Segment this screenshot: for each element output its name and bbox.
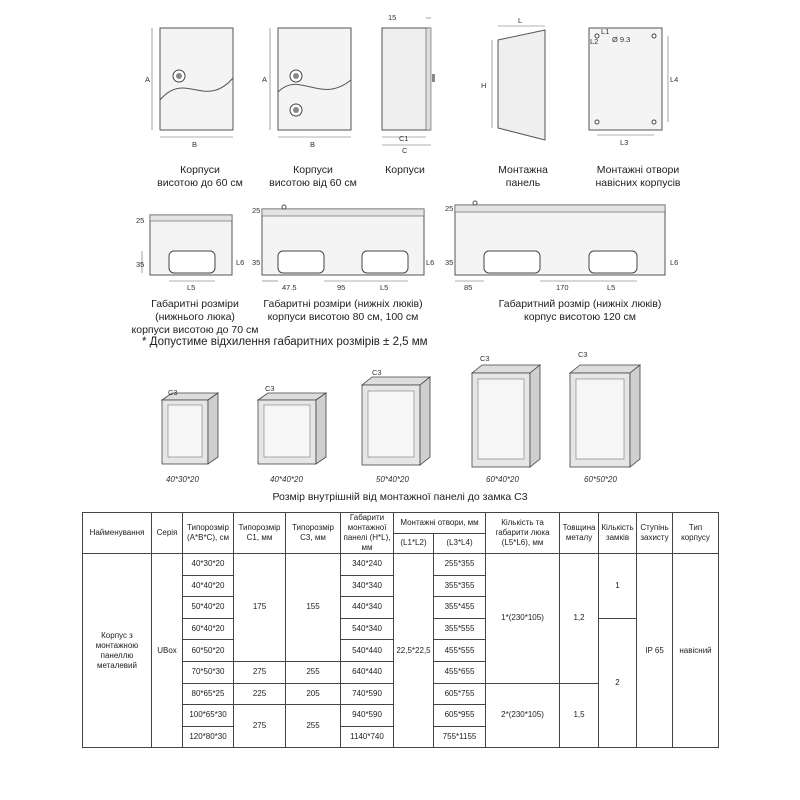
svg-text:L5: L5 (187, 283, 195, 292)
svg-text:C3: C3 (372, 368, 382, 377)
svg-text:85: 85 (464, 283, 472, 292)
top-drawings: A B A B 15 C1 C H L (145, 13, 678, 155)
hdr-thickness: Товщина металу (559, 512, 600, 554)
dim-b-2: B (310, 140, 315, 149)
hdr-holes-l1l2: (L1*L2) (393, 532, 434, 554)
table-row: 70*50*30 275 255 640*440 455*655 (83, 660, 719, 684)
cell-ip: IP 65 (636, 552, 674, 749)
cell-l1l2: 22,5*22,5 (393, 552, 434, 749)
svg-text:L5: L5 (380, 283, 388, 292)
cell-series: UBox (151, 552, 183, 749)
table-row: 60*40*20 540*340 355*555 2 (83, 617, 719, 749)
mounting-panel: H L (481, 16, 546, 141)
svg-text:170: 170 (556, 283, 569, 292)
dim-a-2: A (262, 75, 267, 84)
svg-text:L6: L6 (236, 258, 244, 267)
dim-b-1: B (192, 140, 197, 149)
inner-size-caption: Розмір внутрішній від монтажної панелі д… (272, 491, 528, 503)
cabinet-50-40-20: C3 (360, 368, 432, 466)
svg-text:35: 35 (252, 258, 260, 267)
dim-a-1: A (145, 75, 150, 84)
hdr-series: Серія (151, 512, 183, 554)
cabinet-large-front: A B (262, 27, 352, 149)
table-row: 100*65*30 275 255 940*590 605*955 (83, 704, 719, 749)
svg-text:25: 25 (445, 204, 453, 213)
hdr-size-c3: Типорозмір C3, мм (285, 512, 341, 554)
svg-text:C3: C3 (168, 388, 178, 397)
mounting-holes: L1 L2 Ø 9.3 L4 L3 (588, 27, 678, 147)
svg-text:35: 35 (445, 258, 453, 267)
cell-name: Корпус з монтажною панеллю металевий (82, 552, 152, 749)
dim-hole: Ø 9.3 (612, 35, 630, 44)
dim-l4: L4 (670, 75, 678, 84)
svg-text:L5: L5 (607, 283, 615, 292)
svg-text:47.5: 47.5 (282, 283, 297, 292)
tolerance-note: * Допустиме відхилення габаритних розмір… (142, 336, 428, 348)
svg-text:C3: C3 (480, 354, 490, 363)
dim-15: 15 (388, 13, 396, 22)
cabinet-side: 15 C1 C (381, 13, 435, 155)
hatch-large: 25 35 L6 85 170 L5 (445, 200, 678, 292)
hdr-size-c1: Типорозмір C1, мм (233, 512, 286, 554)
table-row: 80*65*25 225 205 740*590 605*755 2*(230*… (83, 682, 719, 749)
cabinet-40-40-20: C3 (256, 384, 328, 465)
svg-text:95: 95 (337, 283, 345, 292)
caption-small-cabinets: Корпуси висотою до 60 см (157, 164, 243, 189)
hdr-name: Найменування (82, 512, 152, 554)
hatch-drawings: 25 35 L6 L5 25 35 L6 47.5 95 L5 25 35 L6… (136, 200, 678, 292)
svg-text:25: 25 (252, 206, 260, 215)
hatch-medium: 25 35 L6 47.5 95 L5 (252, 204, 434, 292)
caption-cabinets: Корпуси (385, 164, 425, 176)
caption-hatch-large: Габаритний розмір (нижніх люків) корпус … (498, 298, 662, 323)
cabinet-3d-drawings: C3 C3 C3 C3 C3 (160, 350, 642, 468)
hdr-hatch: Кількість та габарити люка (L5*L6), мм (485, 512, 561, 554)
dim-c: C (402, 146, 408, 155)
cabinet-small-front: A B (145, 27, 234, 149)
cell-type: навісний (672, 552, 720, 749)
hatch-small: 25 35 L6 L5 (136, 214, 244, 292)
dim-l: L (518, 16, 522, 25)
size-label-5: 60*50*20 (584, 475, 617, 484)
svg-text:C3: C3 (265, 384, 275, 393)
table-row: 60*50*20 540*440 455*555 (83, 639, 719, 662)
dim-l3: L3 (620, 138, 628, 147)
svg-text:L6: L6 (426, 258, 434, 267)
caption-mounting-panel: Монтажна панель (498, 164, 548, 189)
hdr-holes: Монтажні отвори, мм (392, 512, 487, 534)
table-row: 50*40*20 440*340 355*455 (83, 596, 719, 619)
size-label-2: 40*40*20 (270, 475, 303, 484)
svg-text:L6: L6 (670, 258, 678, 267)
svg-text:25: 25 (136, 216, 144, 225)
hdr-panel: Габарити монтажної панелі (H*L), мм (340, 512, 394, 554)
caption-large-cabinets: Корпуси висотою від 60 см (269, 164, 357, 189)
dim-l1: L1 (601, 27, 609, 36)
table-row: 40*40*20 340*340 355*355 (83, 574, 719, 598)
dim-h: H (481, 81, 486, 90)
caption-mounting-holes: Монтажні отвори навісних корпусів (595, 164, 681, 189)
size-label-3: 50*40*20 (376, 475, 409, 484)
caption-hatch-small: Габаритні розміри (нижнього люка) корпус… (131, 298, 259, 336)
hdr-type: Тип корпусу (672, 512, 720, 554)
caption-hatch-medium: Габаритні розміри (нижніх люків) корпуси… (263, 298, 423, 323)
table-row: Корпус з монтажною панеллю металевий UBo… (82, 552, 720, 749)
cabinet-60-40-20: C3 (470, 354, 542, 468)
cabinet-40-30-20: C3 (160, 388, 220, 465)
svg-text:C3: C3 (578, 350, 588, 359)
cabinet-60-50-20: C3 (568, 350, 642, 468)
hdr-holes-l3l4: (L3*L4) (432, 532, 487, 554)
spec-table: Найменування Серія Типорозмір (A*B*C), с… (82, 512, 720, 749)
svg-text:35: 35 (136, 260, 144, 269)
size-label-1: 40*30*20 (166, 475, 199, 484)
dim-c1: C1 (399, 134, 409, 143)
hdr-locks: Кількість замків (598, 512, 638, 554)
hdr-size-abc: Типорозмір (A*B*C), см (182, 512, 234, 554)
size-label-4: 60*40*20 (486, 475, 519, 484)
hdr-ip: Ступінь захисту (636, 512, 674, 554)
dim-l2: L2 (590, 37, 598, 46)
table-row: 120*80*30 1140*740 755*1155 (83, 725, 719, 749)
